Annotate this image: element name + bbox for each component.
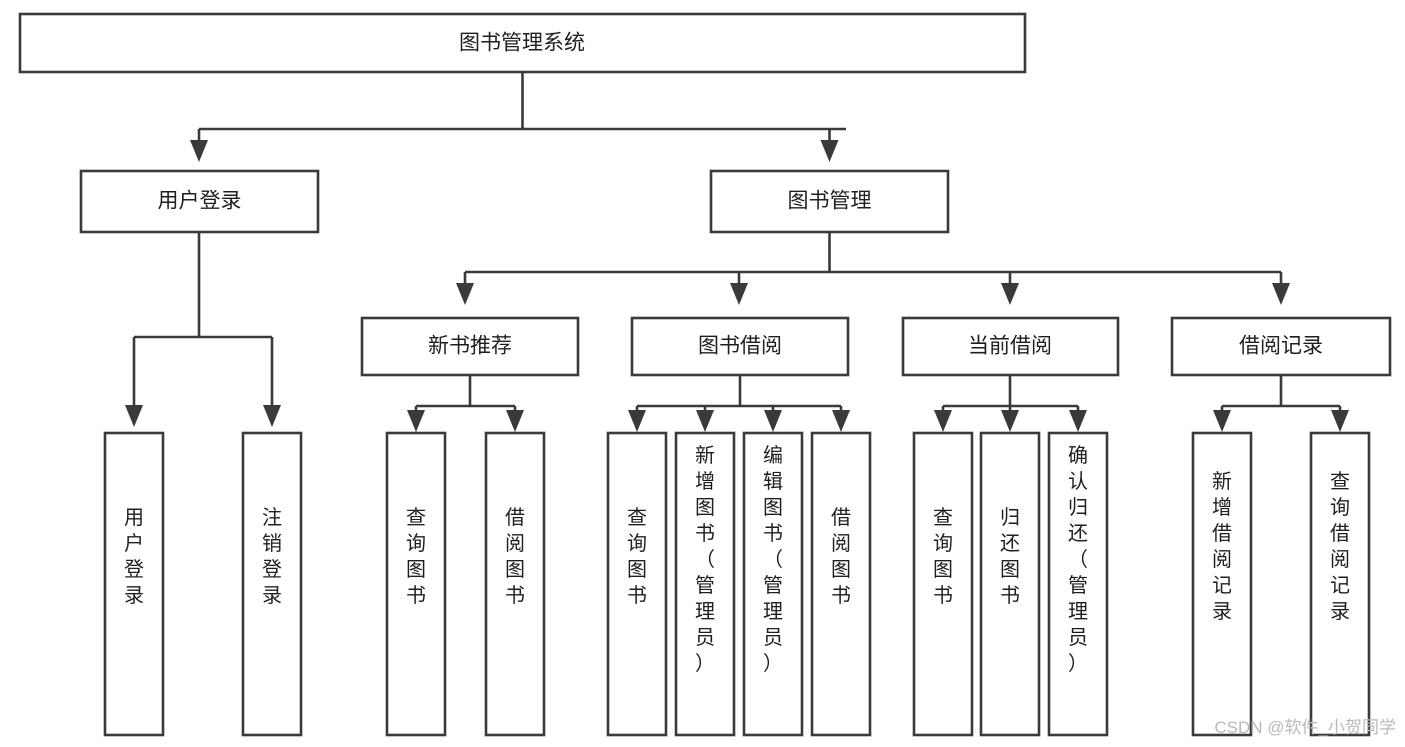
node-leaf-edit-book-label: 编辑图书（管理员） xyxy=(763,444,783,675)
node-leaf-return-book[interactable]: 归还图书 xyxy=(979,431,1041,737)
node-new-book-rec[interactable]: 新书推荐 xyxy=(360,316,580,377)
node-new-book-rec-label: 新书推荐 xyxy=(428,335,512,358)
node-leaf-add-record-label: 新增借阅记录 xyxy=(1212,470,1232,623)
connector-newbook-to-leaves xyxy=(407,375,524,432)
node-leaf-query-book-2-label: 查询图书 xyxy=(627,506,647,607)
node-leaf-query-book-1[interactable]: 查询图书 xyxy=(385,431,447,737)
node-leaf-query-record-label: 查询借阅记录 xyxy=(1330,470,1350,623)
node-book-manage[interactable]: 图书管理 xyxy=(709,169,950,234)
node-user-login-label: 用户登录 xyxy=(158,190,242,213)
node-leaf-user-logout[interactable]: 注销登录 xyxy=(241,431,303,737)
node-leaf-user-login[interactable]: 用户登录 xyxy=(103,431,165,737)
node-leaf-query-book-1-label: 查询图书 xyxy=(406,506,426,607)
node-leaf-query-record[interactable]: 查询借阅记录 xyxy=(1309,431,1371,737)
node-leaf-add-book-label: 新增图书（管理员） xyxy=(695,444,715,675)
node-current-borrow-label: 当前借阅 xyxy=(968,335,1052,358)
connector-root-to-level1 xyxy=(190,72,846,162)
connector-bookborrow-to-leaves xyxy=(628,375,850,432)
node-leaf-edit-book[interactable]: 编辑图书（管理员） xyxy=(742,431,804,737)
connector-borrowrecord-to-leaves xyxy=(1213,375,1349,432)
node-leaf-add-book[interactable]: 新增图书（管理员） xyxy=(674,431,736,737)
node-leaf-confirm-return-label: 确认归还（管理员） xyxy=(1068,444,1088,675)
node-leaf-borrow-book-2-label: 借阅图书 xyxy=(831,506,851,607)
node-borrow-record[interactable]: 借阅记录 xyxy=(1170,316,1392,377)
node-leaf-borrow-book-1[interactable]: 借阅图书 xyxy=(484,431,546,737)
node-current-borrow[interactable]: 当前借阅 xyxy=(901,316,1120,377)
connector-bookmanage-to-level2 xyxy=(456,232,1290,305)
node-borrow-record-label: 借阅记录 xyxy=(1239,335,1323,358)
node-root[interactable]: 图书管理系统 xyxy=(18,12,1027,74)
node-leaf-confirm-return[interactable]: 确认归还（管理员） xyxy=(1047,431,1109,737)
node-leaf-borrow-book-1-label: 借阅图书 xyxy=(505,506,525,607)
node-book-borrow[interactable]: 图书借阅 xyxy=(630,316,850,377)
node-leaf-user-login-label: 用户登录 xyxy=(124,507,144,607)
connector-userlogin-to-leaves xyxy=(125,232,281,427)
node-leaf-query-book-3[interactable]: 查询图书 xyxy=(912,431,974,737)
node-leaf-add-record[interactable]: 新增借阅记录 xyxy=(1191,431,1253,737)
node-root-label: 图书管理系统 xyxy=(459,32,585,55)
node-leaf-query-book-2[interactable]: 查询图书 xyxy=(606,431,668,737)
connector-currentborrow-to-leaves xyxy=(934,375,1087,432)
node-leaf-borrow-book-2[interactable]: 借阅图书 xyxy=(810,431,872,737)
watermark-label: CSDN @软件_小贺同学 xyxy=(1214,718,1396,737)
node-user-login[interactable]: 用户登录 xyxy=(79,169,320,234)
node-leaf-query-book-3-label: 查询图书 xyxy=(933,506,953,607)
node-book-manage-label: 图书管理 xyxy=(788,190,872,213)
node-book-borrow-label: 图书借阅 xyxy=(698,335,782,358)
node-leaf-return-book-label: 归还图书 xyxy=(1000,506,1020,607)
node-leaf-user-logout-label: 注销登录 xyxy=(262,506,282,607)
